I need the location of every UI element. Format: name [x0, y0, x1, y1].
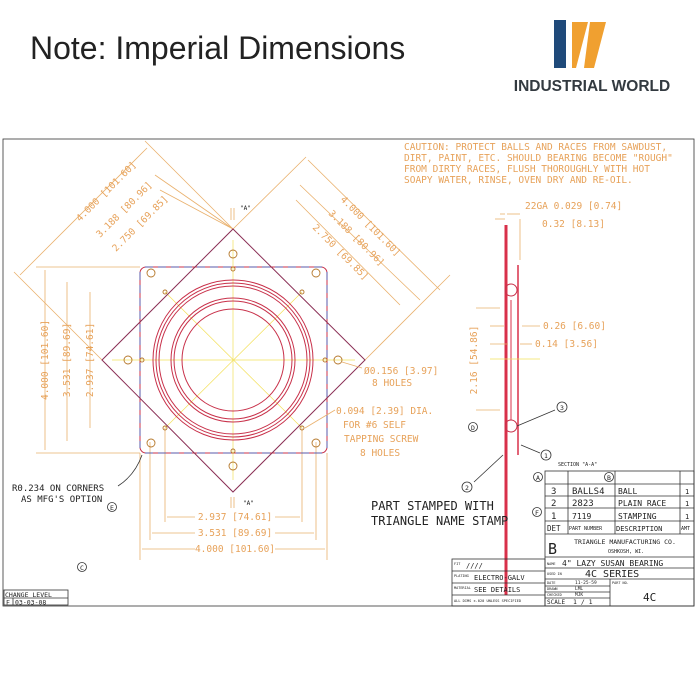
zone-e: E: [110, 504, 114, 512]
section-label: SECTION "A-A": [558, 462, 597, 468]
caution-line: FROM DIRTY RACES, FLUSH THOROUGHLY WITH …: [404, 164, 650, 175]
logo-wordmark: INDUSTRIAL WORLD: [513, 78, 671, 95]
row-desc: BALL: [618, 487, 637, 496]
row-desc: STAMPING: [618, 512, 657, 521]
dim-bottom-inner: 2.937 [74.61]: [198, 512, 272, 523]
drawn-label: DRAWN: [547, 587, 558, 591]
industrial-world-logo: INDUSTRIAL WORLD: [492, 12, 692, 102]
hole-large-label: Ø0.156 [3.97]: [364, 366, 438, 377]
fit: ////: [466, 562, 483, 570]
mounting-holes: [123, 249, 343, 471]
checked-by: MJK: [575, 592, 583, 598]
dim-bottom-outer: 4.000 [101.60]: [195, 544, 275, 555]
dim-bottom-mid: 3.531 [89.69]: [198, 528, 272, 539]
row-det: 3: [551, 487, 556, 497]
date-label: DATE: [547, 581, 555, 585]
used-in-label: USED IN: [547, 572, 562, 576]
part-no-label: PART NO.: [612, 581, 629, 585]
company-city: OSHKOSH, WI.: [608, 549, 644, 555]
balloon-3: 3: [560, 404, 564, 412]
date: 11-25-59: [575, 580, 597, 586]
hole-small-count: 8 HOLES: [360, 448, 400, 459]
dim-vertical-inner: 2.937 [74.61]: [85, 323, 96, 397]
dim-section-height: 2.16 [54.86]: [469, 326, 480, 395]
race-circles: [152, 279, 314, 441]
change-level-date: 03-03-08: [15, 599, 46, 607]
rev-letter: B: [548, 540, 557, 558]
caution-line: SOAPY WATER, RINSE, OVEN DRY AND RE-OIL.: [404, 175, 633, 186]
dim-diag-left-inner: 2.750 [69.85]: [110, 194, 170, 254]
header-description: DESCRIPTION: [616, 525, 662, 533]
zone-f: F: [535, 509, 539, 517]
hole-small-label: 0.094 [2.39] DIA.: [336, 406, 433, 417]
checked-label: CHECKED: [547, 593, 562, 597]
stamp-note-2: TRIANGLE NAME STAMP: [371, 514, 508, 528]
dim-gauge: 22GA 0.029 [0.74]: [525, 201, 622, 212]
row-part: 7119: [572, 512, 591, 521]
zone-c: C: [80, 564, 84, 572]
hole-large-count: 8 HOLES: [372, 378, 412, 389]
plating: ELECTRO-GALV: [474, 574, 525, 582]
material-label: MATERIAL: [454, 586, 471, 590]
row-desc: PLAIN RACE: [618, 499, 666, 508]
balloon-2: 2: [465, 484, 469, 492]
section-marker-bottom: "A": [243, 500, 254, 507]
section-marker-top: "A": [240, 205, 251, 212]
row-det: 2: [551, 499, 556, 509]
stamp-note: PART STAMPED WITH: [371, 499, 494, 513]
parts-table: [451, 470, 695, 607]
header-amt: AMT: [681, 526, 690, 532]
change-level-label: CHANGE LEVEL: [5, 591, 52, 599]
dim-section-width: 0.32 [8.13]: [542, 219, 605, 230]
zone-b: B: [607, 474, 611, 482]
dim-d2: 0.14 [3.56]: [535, 339, 598, 350]
row-amt: 1: [685, 500, 689, 508]
tolerance-note: ALL DIMS ±.020 UNLESS SPECIFIED: [454, 599, 521, 603]
scale-label: SCALE: [547, 599, 565, 606]
dim-d1: 0.26 [6.60]: [543, 321, 606, 332]
corner-note: R0.234 ON CORNERS: [12, 484, 104, 494]
caution-line: DIRT, PAINT, ETC. SHOULD BEARING BECOME …: [404, 153, 673, 164]
dim-diag-right-inner: 2.750 [69.85]: [310, 222, 370, 282]
page-title: Note: Imperial Dimensions: [30, 30, 406, 66]
part-number: 4C: [643, 591, 656, 604]
row-amt: 1: [685, 488, 689, 496]
row-det: 1: [551, 512, 556, 522]
logo-mark-icon: [554, 20, 606, 68]
dimension-lines: [13, 140, 451, 560]
row-part: 2823: [572, 499, 594, 509]
caution-note: CAUTION: PROTECT BALLS AND RACES FROM SA…: [404, 142, 673, 186]
drawing-frame: [2, 138, 695, 607]
corner-note-2: AS MFG'S OPTION: [21, 495, 102, 505]
diamond-plate: [101, 228, 366, 493]
used-in: 4C SERIES: [585, 569, 639, 580]
dim-vertical-outer: 4.000 [101.60]: [40, 320, 51, 400]
section-view: [476, 213, 540, 595]
row-part: BALLS4: [572, 487, 605, 497]
row-amt: 1: [685, 513, 689, 521]
change-level-box: CHANGE LEVEL F 03-03-08: [3, 589, 69, 607]
change-level: F: [6, 599, 10, 607]
hole-small-line3: TAPPING SCREW: [344, 434, 419, 445]
zone-a: A: [536, 474, 540, 482]
dim-diag-left-outer: 4.000 [101.60]: [74, 160, 138, 224]
material: SEE DETAILS: [474, 586, 520, 594]
company-name: TRIANGLE MANUFACTURING CO.: [574, 538, 676, 546]
scale: 1 / 1: [573, 598, 593, 606]
caution-line: CAUTION: PROTECT BALLS AND RACES FROM SA…: [404, 142, 667, 153]
hidden-lines: [139, 266, 328, 454]
hole-small-line2: FOR #6 SELF: [343, 420, 406, 431]
header-part-number: PART NUMBER: [569, 526, 603, 532]
fit-label: FIT: [454, 562, 461, 566]
header-det: DET: [547, 524, 561, 533]
dim-vertical-mid: 3.531 [89.69]: [62, 323, 73, 397]
name-label: NAME: [547, 562, 555, 566]
balloon-1: 1: [544, 452, 548, 460]
zone-d: D: [471, 424, 475, 432]
drawn-by: LML: [575, 586, 583, 592]
balloon-leaders: [77, 401, 614, 572]
part-name: 4" LAZY SUSAN BEARING: [562, 559, 663, 568]
plating-label: PLATING: [454, 574, 469, 578]
